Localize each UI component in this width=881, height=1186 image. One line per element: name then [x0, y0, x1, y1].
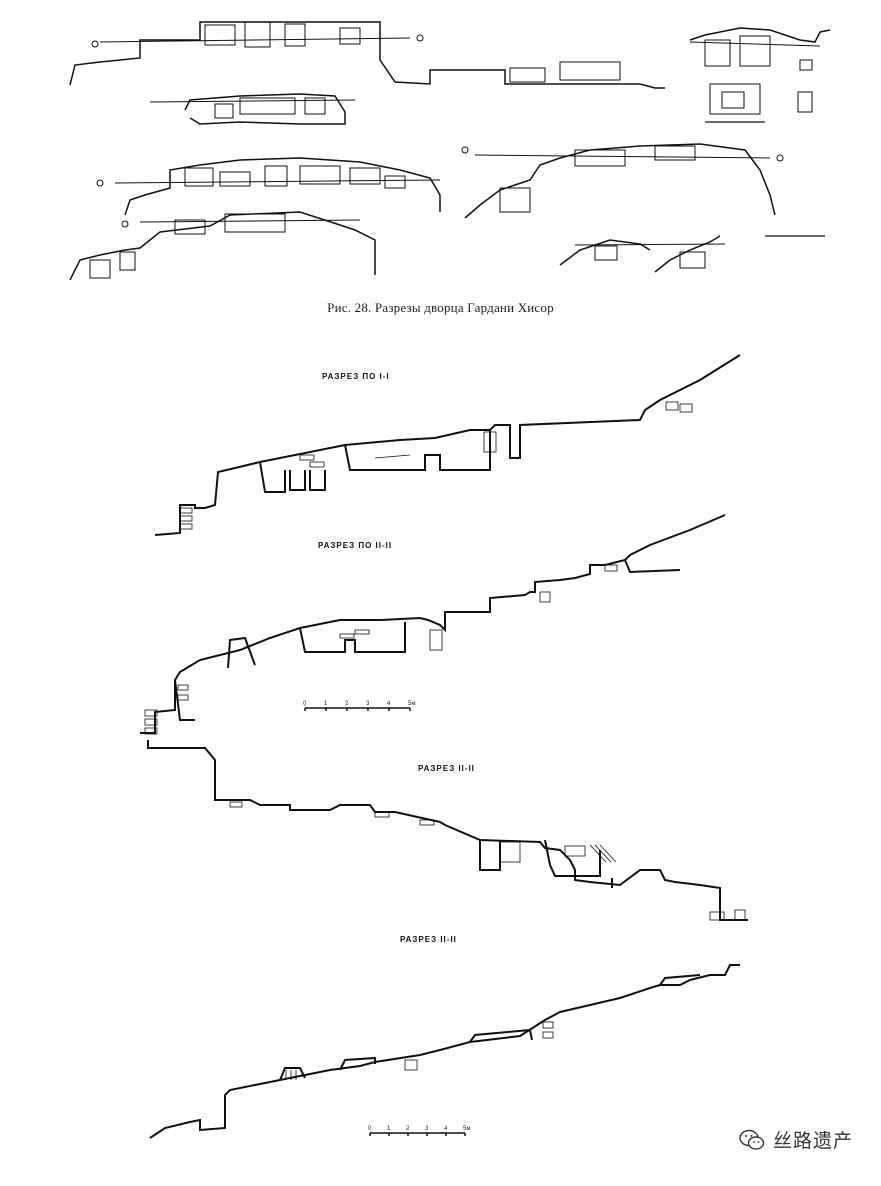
scale-tick-label: 4: [387, 701, 391, 707]
scale-tick-label: 2: [345, 701, 349, 707]
top-section-7: [689, 27, 831, 115]
section-profile-1: [154, 354, 741, 536]
section-label-1: РАЗРЕЗ ПО I-I: [322, 372, 390, 381]
scale-tick-label: 5м: [408, 701, 415, 707]
top-section-2: [149, 93, 356, 125]
section-label-2: РАЗРЕЗ ПО II-II: [318, 541, 393, 550]
section-profile-2: [140, 514, 726, 734]
figure-caption: Рис. 28. Разрезы дворца Гардани Хисор: [327, 300, 554, 315]
scale-tick-label: 1: [324, 701, 328, 707]
section-details-3: [229, 801, 746, 921]
top-section-5: [461, 143, 784, 219]
section-label-3: РАЗРЕЗ II-II: [418, 764, 475, 773]
scale-tick-label: 3: [425, 1126, 429, 1132]
scale-tick-label: 5м: [463, 1126, 470, 1132]
scale-bar-1: [304, 707, 411, 711]
top-section-6: [559, 235, 726, 273]
scale-tick-label: 2: [406, 1126, 410, 1132]
section-label-4: РАЗРЕЗ II-II: [400, 935, 457, 944]
scale-tick-label: 0: [303, 701, 307, 707]
scale-tick-label: 4: [444, 1126, 448, 1132]
scale-tick-label: 0: [368, 1126, 372, 1132]
scale-bar-2-labels: 0 1 2 3 4 5м: [368, 1126, 470, 1132]
watermark-text: 丝路遗产: [772, 1130, 853, 1152]
scale-bar-2: [369, 1132, 466, 1136]
wechat-icon: [739, 1129, 765, 1150]
top-section-3: [96, 157, 441, 216]
section-details-1: [179, 401, 693, 530]
scale-bar-1-labels: 0 1 2 3 4 5м: [303, 701, 415, 707]
top-section-1: [69, 21, 665, 89]
scale-tick-label: 1: [387, 1126, 391, 1132]
scale-tick-label: 3: [366, 701, 370, 707]
section-details-4: [285, 1021, 554, 1080]
section-profile-4: [149, 964, 740, 1139]
watermark: 丝路遗产: [739, 1126, 853, 1153]
section-details-2: [144, 564, 618, 735]
top-section-4: [69, 211, 376, 281]
top-scale-bar: [705, 121, 825, 237]
